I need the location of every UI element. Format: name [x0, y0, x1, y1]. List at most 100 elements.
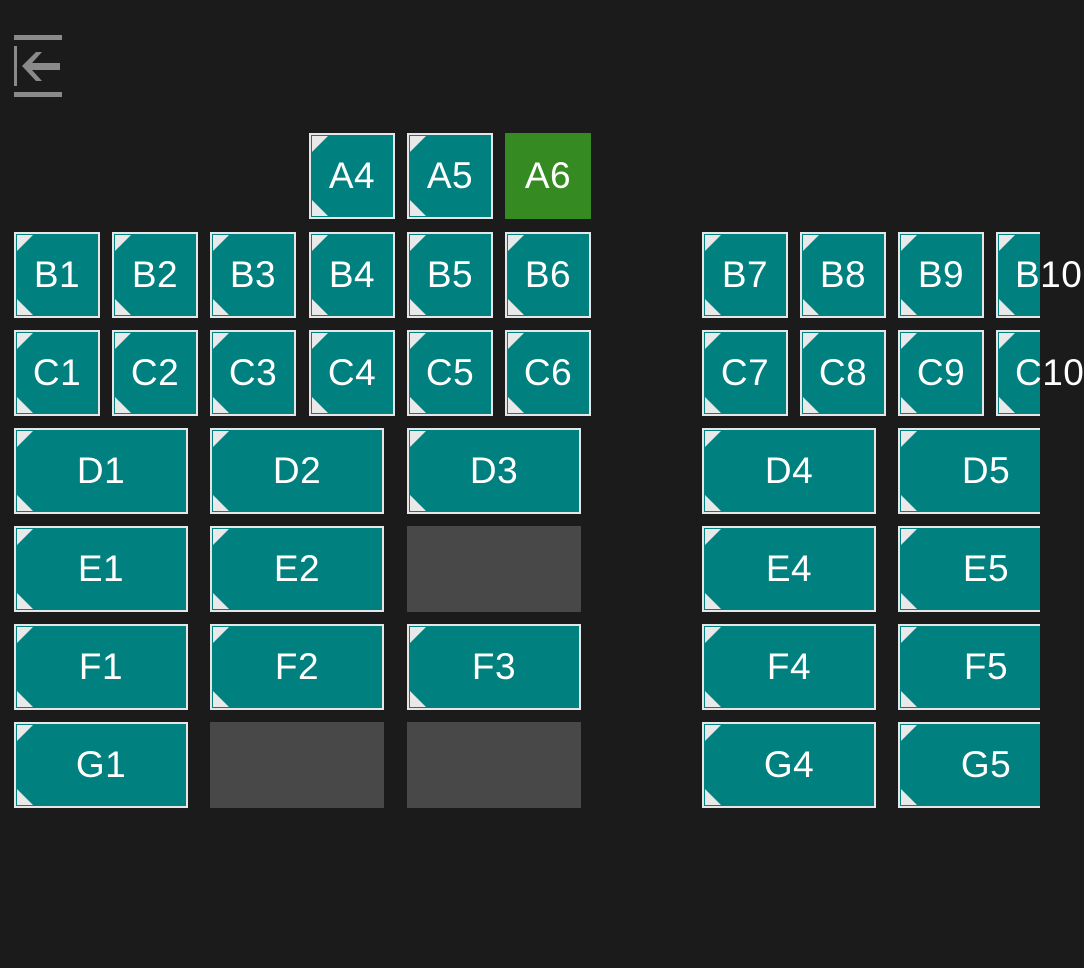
corner-marker [901, 627, 917, 643]
corner-marker [901, 529, 917, 545]
seat-label: B9 [917, 254, 965, 295]
seat-label: G5 [960, 744, 1012, 785]
seat-label: F2 [274, 646, 320, 687]
corner-marker [17, 431, 33, 447]
seat-label: C4 [327, 352, 377, 393]
seat-e1[interactable]: E1 [14, 526, 188, 612]
seat-e4[interactable]: E4 [702, 526, 876, 612]
seat-f2[interactable]: F2 [210, 624, 384, 710]
seat-d4[interactable]: D4 [702, 428, 876, 514]
seat-b2[interactable]: B2 [112, 232, 198, 318]
seat-g4[interactable]: G4 [702, 722, 876, 808]
seat-c1[interactable]: C1 [14, 330, 100, 416]
seat-f5[interactable]: F5 [898, 624, 1040, 710]
corner-marker [508, 299, 524, 315]
corner-marker [803, 299, 819, 315]
corner-marker [705, 333, 721, 349]
corner-marker [410, 431, 426, 447]
seat-label: E2 [273, 548, 321, 589]
seat-label: B7 [721, 254, 769, 295]
corner-marker [17, 593, 33, 609]
seat-map: A4 A5 A6 B1 B2 B3 B4 B5 B6 [14, 133, 1084, 808]
corner-marker [115, 333, 131, 349]
seat-b6[interactable]: B6 [505, 232, 591, 318]
corner-marker [999, 333, 1015, 349]
corner-marker [17, 789, 33, 805]
seat-g5[interactable]: G5 [898, 722, 1040, 808]
seat-g1[interactable]: G1 [14, 722, 188, 808]
seat-c3[interactable]: C3 [210, 330, 296, 416]
seat-unavailable [407, 722, 581, 808]
seat-c8[interactable]: C8 [800, 330, 886, 416]
corner-marker [705, 691, 721, 707]
seat-label: D2 [272, 450, 322, 491]
corner-marker [705, 627, 721, 643]
seat-label: A6 [524, 155, 572, 196]
seat-label: B1 [33, 254, 81, 295]
corner-marker [901, 725, 917, 741]
seat-label: E5 [962, 548, 1010, 589]
corner-marker [410, 200, 426, 216]
seat-c2[interactable]: C2 [112, 330, 198, 416]
seat-b10[interactable]: B10 [996, 232, 1082, 318]
corner-marker [705, 593, 721, 609]
seat-label: F4 [766, 646, 812, 687]
seat-label: D5 [961, 450, 1011, 491]
seat-f1[interactable]: F1 [14, 624, 188, 710]
seat-c7[interactable]: C7 [702, 330, 788, 416]
seat-b4[interactable]: B4 [309, 232, 395, 318]
corner-marker [705, 789, 721, 805]
back-button[interactable] [12, 34, 64, 102]
seat-b9[interactable]: B9 [898, 232, 984, 318]
seat-f4[interactable]: F4 [702, 624, 876, 710]
seat-c5[interactable]: C5 [407, 330, 493, 416]
seat-b1[interactable]: B1 [14, 232, 100, 318]
seat-d3[interactable]: D3 [407, 428, 581, 514]
seat-e2[interactable]: E2 [210, 526, 384, 612]
seat-c4[interactable]: C4 [309, 330, 395, 416]
seat-d1[interactable]: D1 [14, 428, 188, 514]
corner-marker [213, 235, 229, 251]
seat-label: F5 [963, 646, 1009, 687]
seat-c6[interactable]: C6 [505, 330, 591, 416]
seat-label: C7 [720, 352, 770, 393]
corner-marker [508, 333, 524, 349]
corner-marker [213, 299, 229, 315]
corner-marker [213, 397, 229, 413]
seat-label: C2 [130, 352, 180, 393]
corner-marker [17, 529, 33, 545]
corner-marker [410, 627, 426, 643]
corner-marker [410, 495, 426, 511]
corner-marker [803, 333, 819, 349]
seat-label: C6 [523, 352, 573, 393]
arrow-left-bar-icon [14, 35, 62, 97]
seat-d5[interactable]: D5 [898, 428, 1040, 514]
seat-f3[interactable]: F3 [407, 624, 581, 710]
corner-marker [213, 333, 229, 349]
corner-marker [999, 235, 1015, 251]
corner-marker [410, 299, 426, 315]
seat-a6-selected[interactable]: A6 [505, 133, 591, 219]
seat-a5[interactable]: A5 [407, 133, 493, 219]
seat-b8[interactable]: B8 [800, 232, 886, 318]
seat-d2[interactable]: D2 [210, 428, 384, 514]
seat-label: B2 [131, 254, 179, 295]
seat-label: E4 [765, 548, 813, 589]
corner-marker [901, 235, 917, 251]
seat-c10[interactable]: C10 [996, 330, 1084, 416]
seat-b3[interactable]: B3 [210, 232, 296, 318]
seat-b5[interactable]: B5 [407, 232, 493, 318]
corner-marker [901, 789, 917, 805]
corner-marker [312, 299, 328, 315]
seat-unavailable [407, 526, 581, 612]
corner-marker [705, 397, 721, 413]
corner-marker [312, 397, 328, 413]
seat-b7[interactable]: B7 [702, 232, 788, 318]
seat-label: B5 [426, 254, 474, 295]
seat-c9[interactable]: C9 [898, 330, 984, 416]
seat-label: B3 [229, 254, 277, 295]
corner-marker [901, 431, 917, 447]
seat-a4[interactable]: A4 [309, 133, 395, 219]
seat-label: G1 [75, 744, 127, 785]
seat-e5[interactable]: E5 [898, 526, 1040, 612]
